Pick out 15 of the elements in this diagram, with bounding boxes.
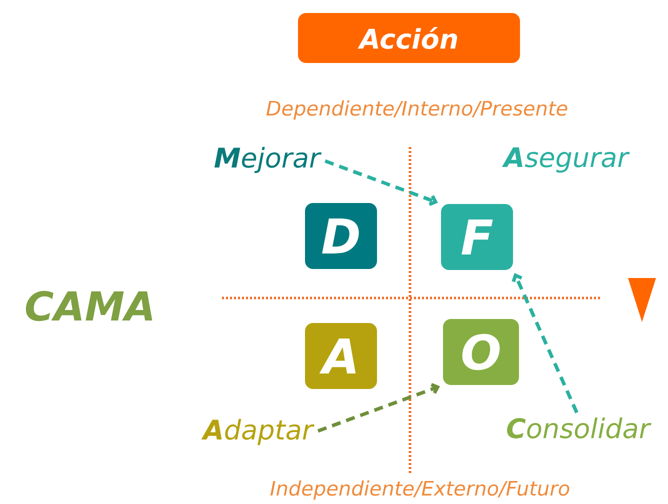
letter-box: A [305, 323, 377, 389]
axis-label: Independiente/Externo/Futuro [270, 480, 570, 500]
arrow [317, 383, 440, 433]
action-word: Asegurar [502, 147, 630, 173]
arrow [324, 159, 438, 206]
action-word: Adaptar [201, 418, 314, 446]
arrow [512, 272, 578, 414]
acronym-text: CAMA [26, 290, 152, 322]
axis-label: Dependiente/Interno/Presente [266, 100, 568, 120]
letter-box: O [443, 319, 519, 385]
letter-box: D [305, 203, 377, 269]
action-word: Mejorar [214, 146, 322, 174]
heading-box: Acción [298, 13, 520, 63]
letter-box: F [441, 204, 513, 270]
action-word: Consolidar [507, 418, 652, 438]
